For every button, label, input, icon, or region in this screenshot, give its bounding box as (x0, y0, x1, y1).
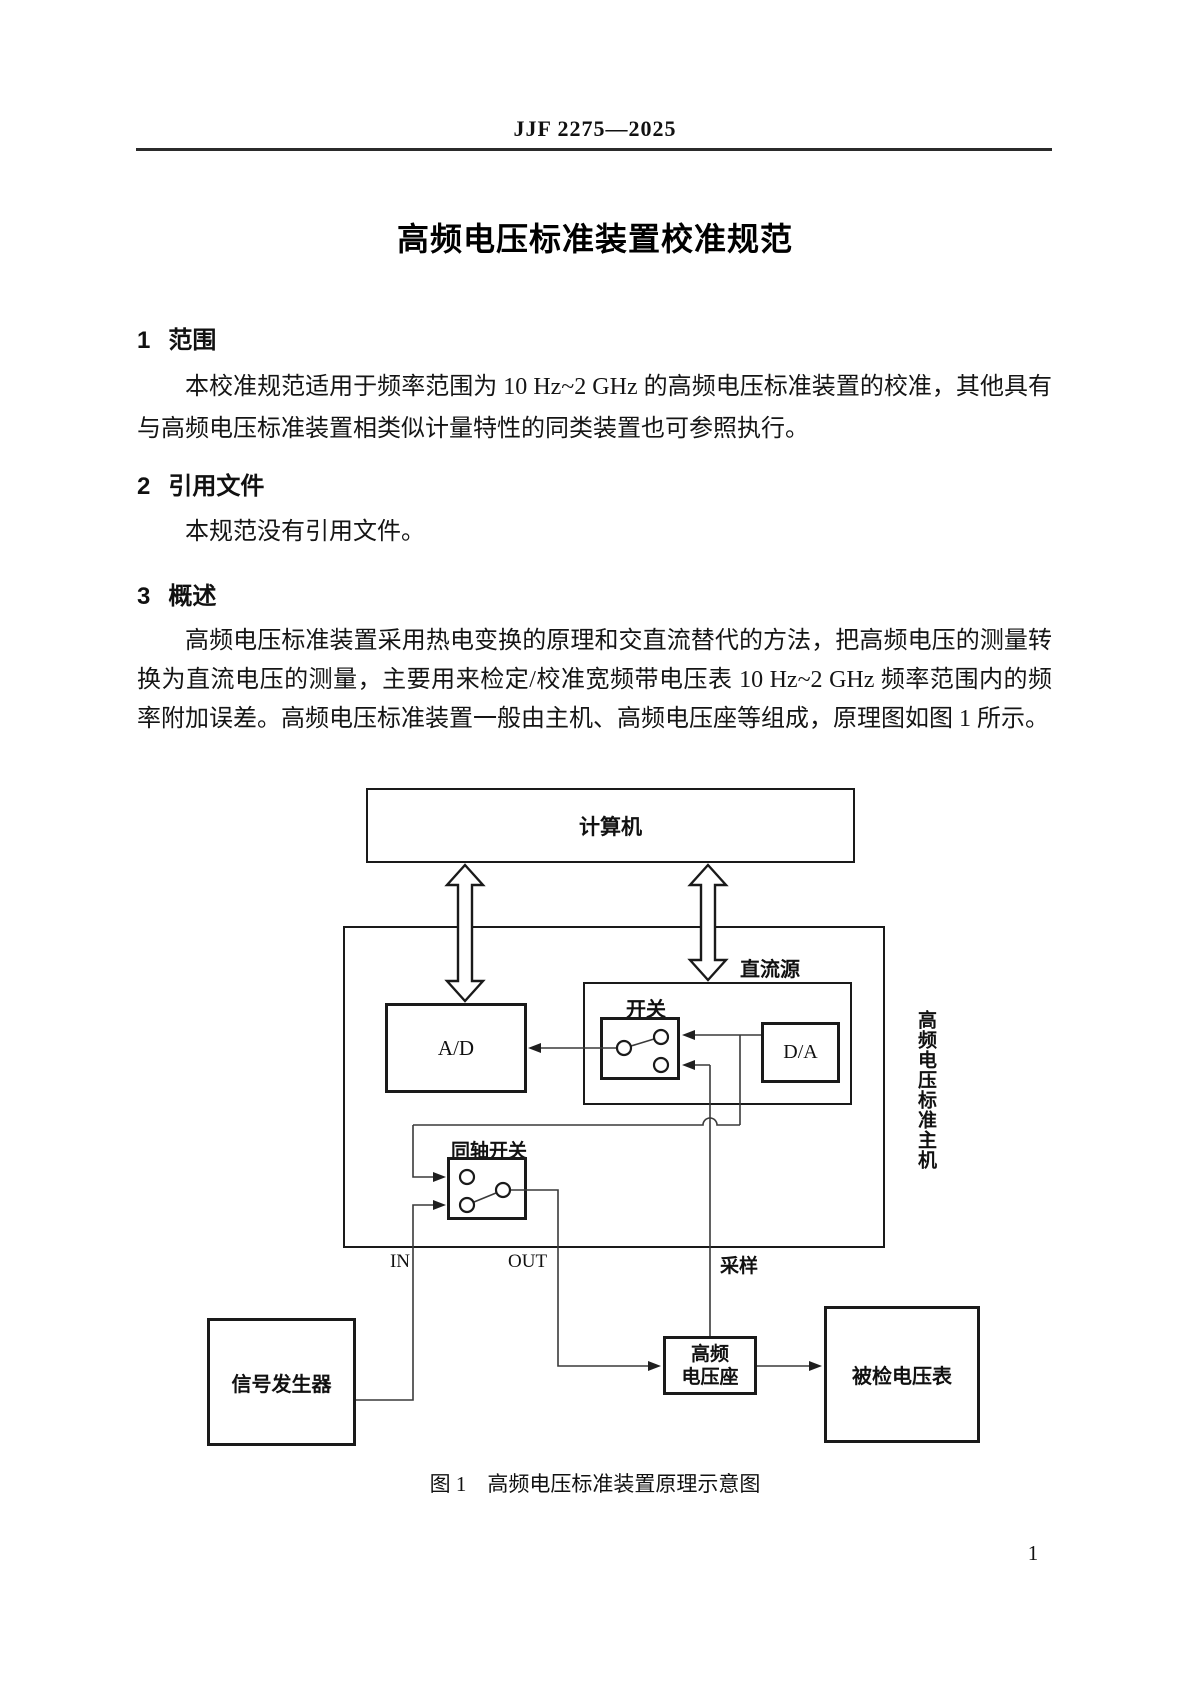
coax-switch-label: 同轴开关 (451, 1141, 528, 1162)
ad-label: A/D (437, 1035, 475, 1060)
paragraph-overview: 高频电压标准装置采用热电变换的原理和交直流替代的方法，把高频电压的测量转换为直流… (137, 628, 1052, 732)
computer-label: 计算机 (579, 815, 642, 839)
document-code: JJF 2275—2025 (513, 116, 677, 141)
page-number: 1 (1027, 1541, 1039, 1565)
section-heading-3: 3 概述 (137, 576, 1052, 611)
arrowhead-into-meter (809, 1361, 822, 1371)
main-unit-label: 高频电压标准主机 (915, 1010, 936, 1170)
dc-source-label: 直流源 (740, 959, 800, 981)
dc-source-box (583, 982, 852, 1105)
port-out-label: OUT (508, 1251, 548, 1272)
switch-label: 开关 (626, 999, 666, 1021)
da-label: D/A (783, 1041, 818, 1063)
hf-socket-box: 高频电压座 (663, 1336, 757, 1395)
section-heading-1: 1 范围 (137, 320, 1052, 355)
page-title: 高频电压标准装置校准规范 (396, 221, 793, 257)
computer-box: 计算机 (366, 788, 855, 863)
section-number: 3 (137, 583, 151, 610)
meter-label: 被检电压表 (852, 1366, 952, 1388)
paragraph-scope: 本校准规范适用于频率范围为 10 Hz~2 GHz 的高频电压标准装置的校准，其… (137, 374, 1052, 442)
signal-generator-label: 信号发生器 (231, 1373, 332, 1396)
hf-socket-label: 高频电压座 (681, 1343, 739, 1388)
section-number: 1 (137, 327, 151, 354)
meter-under-test-box: 被检电压表 (824, 1306, 980, 1443)
section-title: 范围 (168, 327, 217, 354)
section-heading-2: 2 引用文件 (137, 466, 1052, 501)
port-in-label: IN (389, 1251, 410, 1272)
figure-caption: 图 1 高频电压标准装置原理示意图 (429, 1472, 761, 1496)
section-number: 2 (137, 473, 151, 500)
header-rule (136, 148, 1052, 151)
signal-generator-box: 信号发生器 (207, 1318, 356, 1446)
section-title: 概述 (168, 583, 217, 610)
section-title: 引用文件 (168, 473, 265, 500)
ad-converter-box: A/D (385, 1003, 527, 1093)
paragraph-references: 本规范没有引用文件。 (185, 519, 425, 545)
da-converter-box: D/A (761, 1022, 840, 1083)
port-sample-label: 采样 (720, 1256, 759, 1277)
coax-switch-box (447, 1157, 527, 1220)
switch-box (600, 1017, 680, 1080)
arrowhead-into-hf-socket (648, 1361, 661, 1371)
